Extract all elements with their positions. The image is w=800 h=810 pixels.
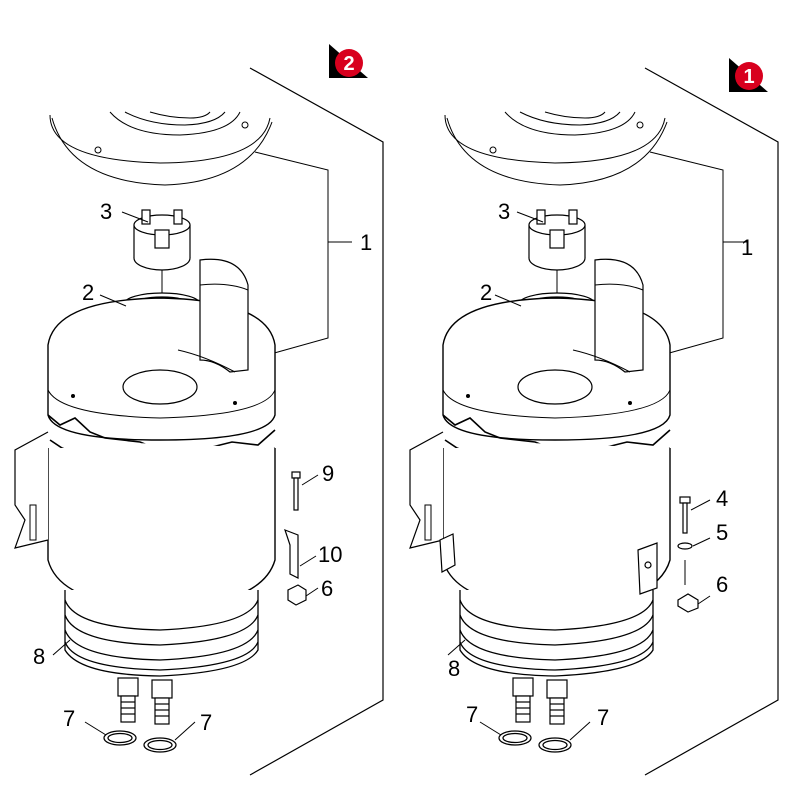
- callout-seal: 7: [597, 705, 609, 730]
- callout-clip: 10: [318, 542, 342, 567]
- callout-bolt: 9: [322, 461, 334, 486]
- callout-seal: 7: [466, 702, 478, 727]
- callout-cap: 3: [100, 199, 112, 224]
- callouts-right: 1 2 3 4 5 6 8 7 7: [448, 199, 753, 730]
- assembly-right: [409, 67, 779, 776]
- callout-frame: 1: [741, 235, 753, 260]
- callout-bolt: 4: [716, 486, 728, 511]
- callout-washer: 5: [716, 520, 728, 545]
- callout-nut: 6: [321, 576, 333, 601]
- view-badge-right-number: 1: [743, 66, 754, 88]
- callout-bellows: 8: [448, 656, 460, 681]
- callout-seal: 7: [63, 706, 75, 731]
- callout-ring: 2: [82, 280, 94, 305]
- view-badge-left: 2: [329, 44, 368, 78]
- callout-seal: 7: [200, 710, 212, 735]
- callouts-left: 1 2 3 9 10 6 8 7 7: [33, 199, 372, 735]
- callout-frame: 1: [360, 230, 372, 255]
- callout-nut: 6: [716, 572, 728, 597]
- assembly-left: [14, 67, 384, 776]
- callout-cap: 3: [498, 199, 510, 224]
- view-badge-right: 1: [729, 58, 768, 92]
- callout-ring: 2: [480, 280, 492, 305]
- callout-bellows: 8: [33, 644, 45, 669]
- view-badge-left-number: 2: [343, 53, 354, 75]
